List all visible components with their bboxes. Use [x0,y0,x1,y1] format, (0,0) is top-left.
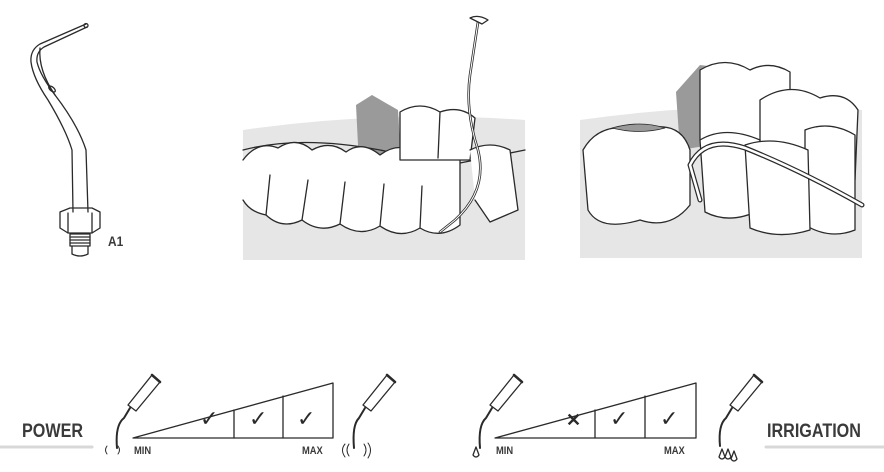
irrigation-min-label: MIN [496,445,514,457]
irrigation-max-label: MAX [664,445,685,457]
lower-teeth-scene-front [242,15,526,261]
cross-icon: ✕ [566,410,582,430]
handpiece-max-icon [342,373,397,459]
tip-model-label: A1 [108,233,124,249]
water-drop-icon [472,446,480,458]
power-min-label: MIN [134,445,152,457]
irrigation-scale [472,373,884,462]
lower-teeth-scene-close-up [580,61,865,259]
irrigation-title: IRRIGATION [767,421,861,442]
handpiece-min-icon [472,373,524,458]
power-title: POWER [22,421,84,442]
water-drops-icon [718,448,738,462]
power-triangle [132,382,334,439]
check-icon: ✓ [610,406,629,431]
check-icon: ✓ [297,406,316,431]
ultrasonic-tip-drawing [30,22,101,257]
handpiece-min-icon [105,373,162,455]
check-icon: ✓ [200,406,219,431]
level-divider [594,395,646,439]
power-max-label: MAX [302,445,323,457]
power-scale [0,373,397,459]
handpiece-max-icon [718,373,764,462]
check-icon: ✓ [660,406,679,431]
level-divider [233,395,284,439]
check-icon: ✓ [249,406,268,431]
